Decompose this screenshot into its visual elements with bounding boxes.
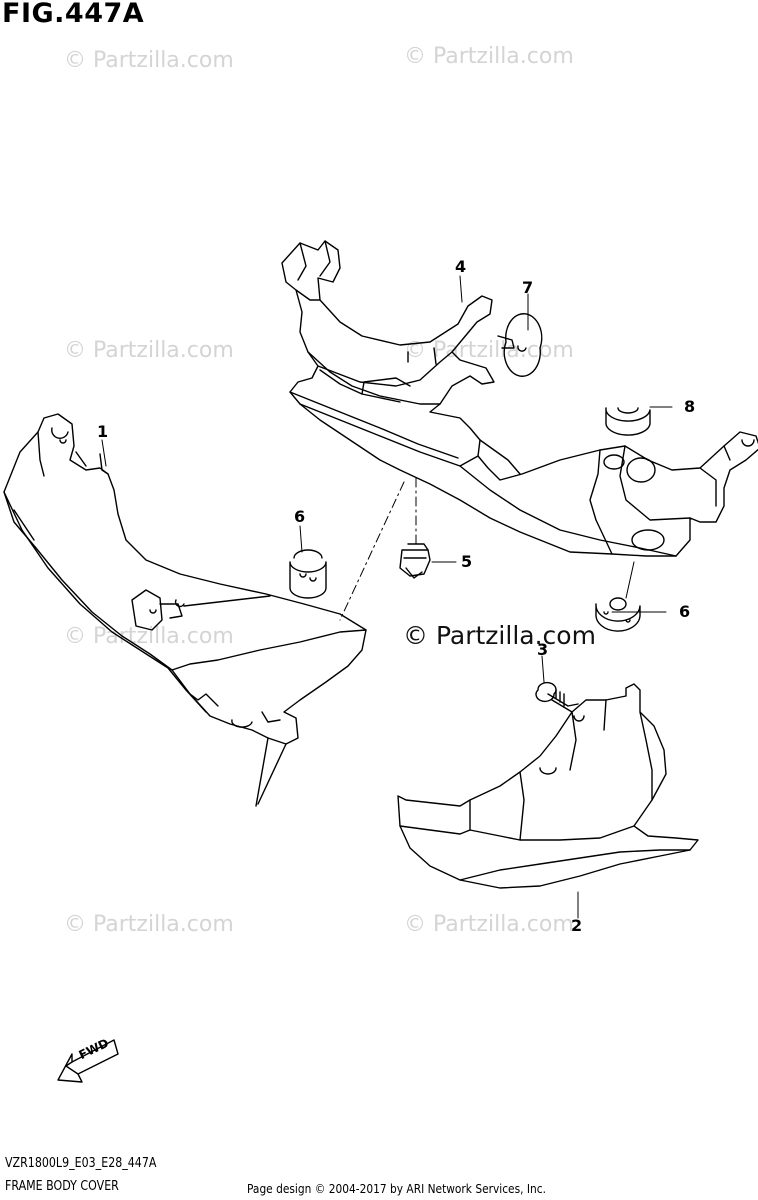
callout-1[interactable]: 1 xyxy=(97,422,109,441)
part-2-lower-cover[interactable] xyxy=(397,683,699,889)
part-6-grommet-right[interactable] xyxy=(595,597,641,632)
watermark-center: © Partzilla.com xyxy=(403,621,596,650)
watermark: © Partzilla.com xyxy=(64,338,234,363)
figure-caption: FRAME BODY COVER xyxy=(5,1179,119,1194)
part-6-grommet-left[interactable] xyxy=(289,549,327,599)
watermark: © Partzilla.com xyxy=(404,912,574,937)
fwd-arrow-icon xyxy=(57,1039,119,1083)
callout-3[interactable]: 3 xyxy=(537,640,549,659)
callout-6-left[interactable]: 6 xyxy=(294,507,306,526)
part-7-rivet[interactable] xyxy=(497,313,543,377)
part-5-clip[interactable] xyxy=(399,543,431,579)
part-8-grommet[interactable] xyxy=(605,407,651,436)
model-code: VZR1800L9_E03_E28_447A xyxy=(5,1156,157,1171)
leader-lines xyxy=(101,275,673,919)
callout-4[interactable]: 4 xyxy=(455,257,467,276)
callout-8[interactable]: 8 xyxy=(684,397,696,416)
watermark: © Partzilla.com xyxy=(64,912,234,937)
watermark: © Partzilla.com xyxy=(64,48,234,73)
part-1-side-cover[interactable] xyxy=(3,413,367,807)
part-3-screw[interactable] xyxy=(535,681,579,713)
watermark: © Partzilla.com xyxy=(64,624,234,649)
callout-5[interactable]: 5 xyxy=(461,552,473,571)
callout-6-right[interactable]: 6 xyxy=(679,602,691,621)
part-4-frame-cover[interactable] xyxy=(281,240,758,557)
watermark: © Partzilla.com xyxy=(404,338,574,363)
footer-copyright: Page design © 2004-2017 by ARI Network S… xyxy=(247,1181,546,1196)
callout-2[interactable]: 2 xyxy=(571,916,583,935)
callout-7[interactable]: 7 xyxy=(522,278,534,297)
watermark: © Partzilla.com xyxy=(404,44,574,69)
figure-title: FIG.447A xyxy=(2,0,145,29)
